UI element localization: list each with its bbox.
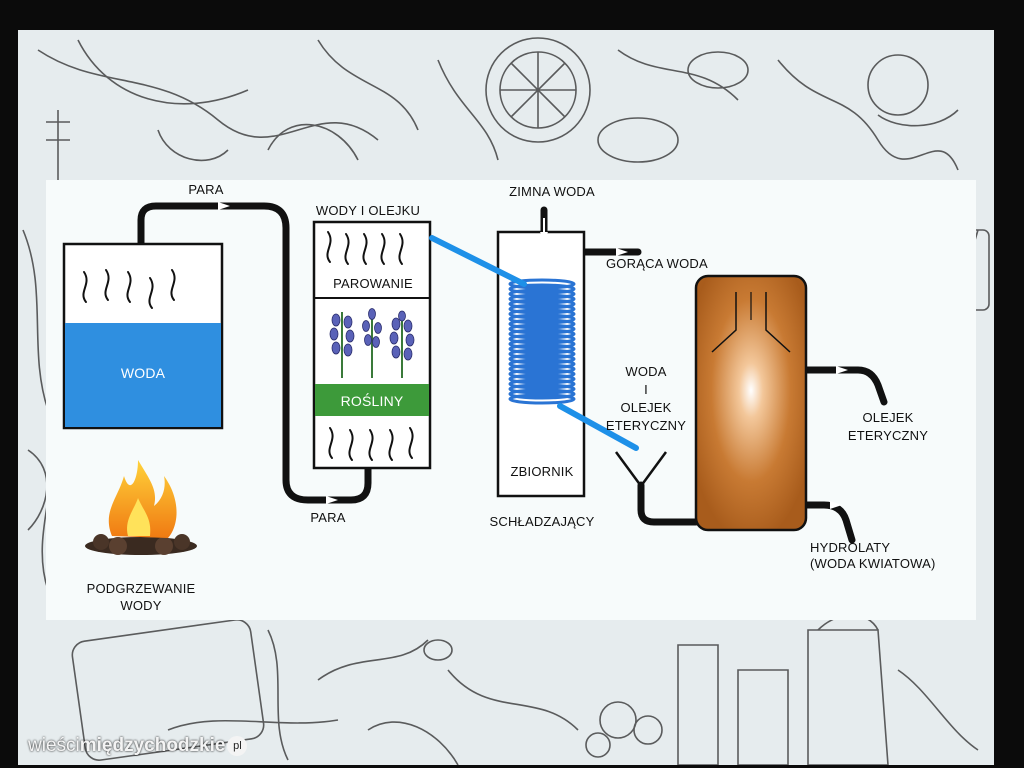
coil-ring <box>508 338 576 350</box>
coil-ring <box>508 333 576 345</box>
coil-ring <box>508 308 576 320</box>
coil-ring <box>508 298 576 310</box>
plants-label: ROŚLINY <box>341 392 404 409</box>
water-and-oil-label-line1: WODA <box>625 364 666 379</box>
flow-arrow-icon <box>218 202 848 509</box>
oil-outlet-pipe <box>802 366 888 406</box>
coil-ring <box>508 323 576 335</box>
coil-ring <box>508 378 576 390</box>
coil-ring <box>508 293 576 305</box>
steam-icon <box>328 427 414 461</box>
steam-label-bottom: PARA <box>310 510 345 525</box>
coil-ring <box>508 373 576 385</box>
coil-ring <box>508 368 576 380</box>
coil-ring <box>508 383 576 395</box>
cooling-tank-label-line2: SCHŁADZAJĄCY <box>490 514 595 529</box>
coil-ring <box>508 328 576 340</box>
steam-label-top: PARA <box>188 182 223 197</box>
hydrolate-outlet-pipe <box>802 501 856 544</box>
heating-label-line2: WODY <box>120 598 161 613</box>
projection-screen: WODA PODGRZEWANIE WODY <box>18 30 994 765</box>
steam-pipe-top <box>137 202 372 504</box>
water-oil-label: WODY I OLEJKU <box>316 203 420 218</box>
coil-ring <box>508 288 576 300</box>
essential-oil-label-line1: OLEJEK <box>862 410 913 425</box>
evaporation-column: WODY I OLEJKU PAROWANIE <box>312 203 432 470</box>
separator-inlet-pipe <box>637 481 700 526</box>
coil-ring <box>508 343 576 355</box>
watermark-part1: wieści <box>28 735 80 756</box>
essential-oil-label-line2: ETERYCZNY <box>848 428 928 443</box>
coil-ring <box>508 358 576 370</box>
cold-water-label: ZIMNA WODA <box>509 184 595 199</box>
steam-icon <box>326 231 404 265</box>
coil-ring <box>508 313 576 325</box>
cooling-coil <box>508 278 576 405</box>
plants-band <box>315 384 429 416</box>
cooling-tank-label-line1: ZBIORNIK <box>511 464 574 479</box>
water-and-oil-label-line4: ETERYCZNY <box>606 418 686 433</box>
coil-ring <box>508 278 576 290</box>
coil-ring <box>508 303 576 315</box>
watermark-domain-badge: pl <box>227 735 248 756</box>
hydrolate-label-line1: HYDROLATY <box>810 540 890 555</box>
water-and-oil-label-line3: OLEJEK <box>620 400 671 415</box>
cooling-tank: ZIMNA WODA ZBIORNIK SCHŁADZAJĄCY <box>490 184 595 529</box>
coil-ring <box>508 388 576 400</box>
watermark-part2: międzychodzkie <box>79 735 226 756</box>
water-and-oil-label-line2: I <box>644 382 648 397</box>
distillation-diagram: WODA PODGRZEWANIE WODY <box>62 182 936 613</box>
steam-icon <box>82 269 176 309</box>
diagram-panel: WODA PODGRZEWANIE WODY <box>46 180 976 620</box>
lavender-icon <box>329 308 415 378</box>
hot-water-label: GORĄCA WODA <box>606 256 708 271</box>
water-label: WODA <box>121 365 166 381</box>
fire-icon <box>85 460 197 555</box>
coil-ring <box>508 393 576 405</box>
condenser-tubes <box>429 235 639 451</box>
water-level <box>65 323 221 427</box>
evaporation-label: PAROWANIE <box>333 276 413 291</box>
coil-ring <box>508 283 576 295</box>
water-tank: WODA <box>62 242 224 430</box>
collection-funnel <box>614 451 668 489</box>
coil-ring <box>508 318 576 330</box>
heating-label-line1: PODGRZEWANIE <box>87 581 196 596</box>
coil-ring <box>508 353 576 365</box>
coil-ring <box>508 348 576 360</box>
hydrolate-label-line2: (WODA KWIATOWA) <box>810 556 936 571</box>
pipes <box>137 202 888 544</box>
coil-ring <box>508 363 576 375</box>
separator-vessel <box>694 274 808 532</box>
